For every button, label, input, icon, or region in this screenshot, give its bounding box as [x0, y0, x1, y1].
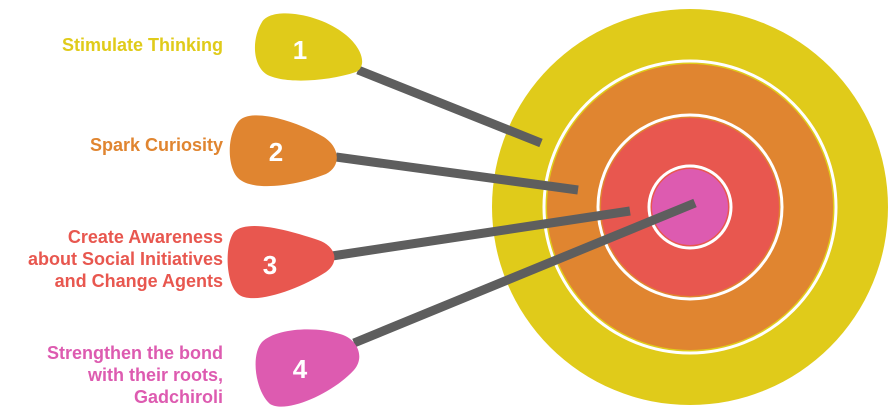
goal-label-4: Strengthen the bond with their roots, Ga…: [47, 342, 223, 408]
badge-4-number: 4: [293, 354, 308, 384]
arrows: [331, 65, 697, 348]
goal-label-line: Strengthen the bond: [47, 343, 223, 363]
arrow-shaft-3: [331, 206, 631, 261]
badge-2-number: 2: [269, 137, 283, 167]
badge-1-shape: [254, 13, 363, 81]
arrow-shaft-1: [356, 65, 543, 148]
goal-label-line: Spark Curiosity: [89, 135, 223, 155]
target-ring-divider: [542, 59, 838, 355]
goal-label-line: and Change Agents: [54, 271, 223, 291]
goal-label-line: with their roots,: [88, 365, 223, 385]
badge-1: 1: [254, 13, 363, 81]
goal-label-line: Gadchiroli: [133, 387, 223, 407]
target-ring-divider: [647, 164, 733, 250]
goal-label-2: Spark Curiosity: [90, 134, 223, 156]
goal-label-3: Create Awareness about Social Initiative…: [28, 226, 223, 292]
badge-4: 4: [255, 329, 360, 407]
badge-3: 3: [227, 226, 335, 299]
target-ring-divider: [596, 113, 784, 301]
badge-1-number: 1: [293, 35, 307, 65]
badge-3-shape: [227, 226, 335, 299]
badge-2-shape: [229, 115, 337, 187]
arrow-shaft-2: [335, 152, 579, 195]
goal-label-1: Stimulate Thinking: [62, 34, 223, 56]
goal-label-line: Stimulate Thinking: [61, 35, 223, 55]
arrow-shaft-4: [352, 198, 697, 348]
goal-label-line: about Social Initiatives: [27, 249, 223, 269]
goal-label-line: Create Awareness: [67, 227, 223, 247]
badge-2: 2: [229, 115, 337, 187]
badge-3-number: 3: [263, 250, 277, 280]
badge-4-shape: [255, 329, 360, 407]
